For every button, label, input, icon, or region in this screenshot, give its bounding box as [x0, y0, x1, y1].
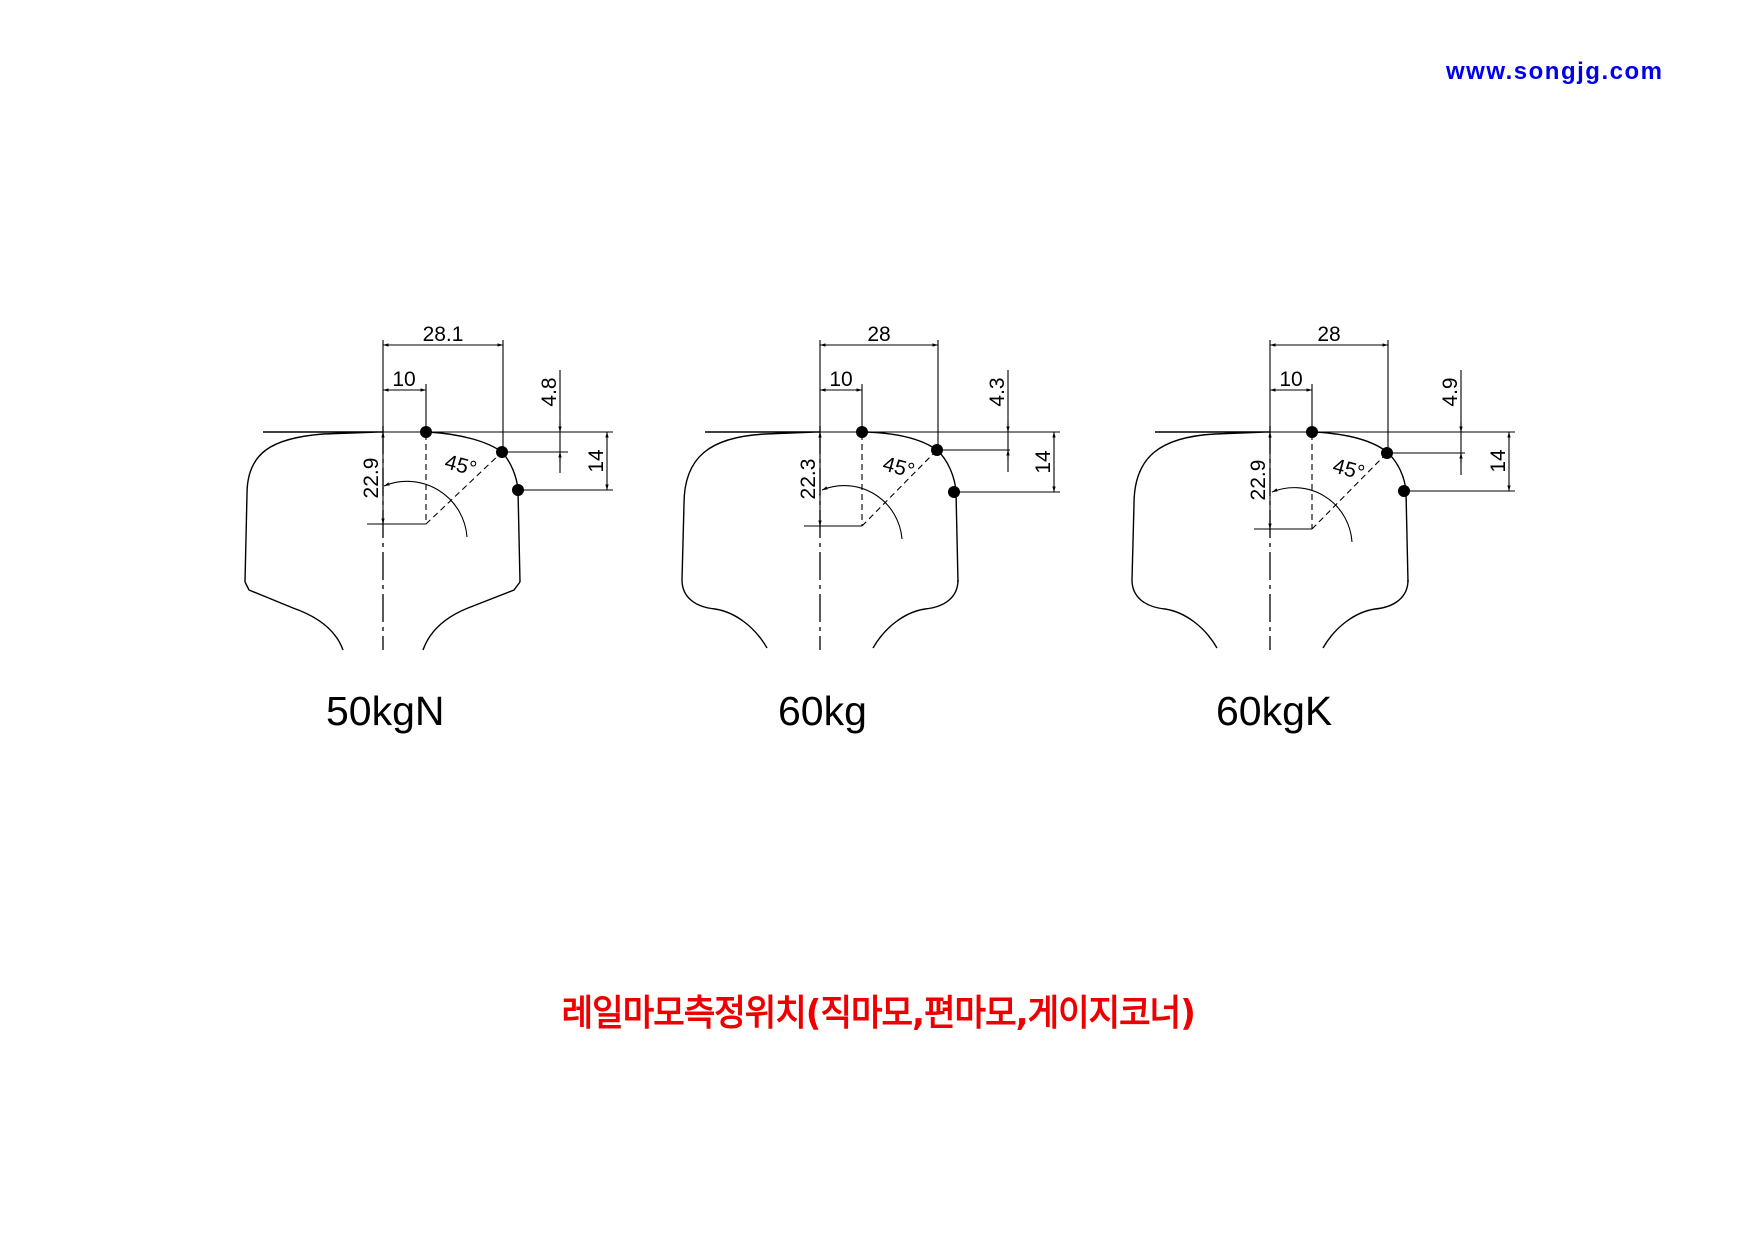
page-title-text: 레일마모측정위치(직마모,편마모,게이지코너) [561, 993, 1196, 1034]
dim-height-side: 14 [585, 449, 608, 473]
dim-height-gauge: 4.3 [986, 377, 1009, 406]
dim-width-outer: 28 [1317, 323, 1340, 346]
rail-label-60kgK: 60kgK [1216, 688, 1333, 734]
page-title: 레일마모측정위치(직마모,편마모,게이지코너) [0, 984, 1755, 1036]
measure-point-gauge-corner [931, 444, 943, 456]
dim-angle: 45° [880, 453, 917, 483]
dim-height-gauge: 4.8 [538, 377, 561, 406]
rail-label-60kg: 60kg [778, 688, 867, 734]
measure-point-side [948, 486, 960, 498]
dim-width-outer: 28.1 [423, 323, 464, 346]
dim-angle: 45° [1330, 455, 1367, 485]
dim-angle: 45° [442, 451, 479, 481]
dim-width-outer: 28 [867, 323, 890, 346]
dim-width-inner: 10 [829, 368, 852, 391]
dim-height-side: 14 [1032, 450, 1055, 474]
dim-height-center: 22.9 [1247, 460, 1270, 501]
measure-point-side [1398, 485, 1410, 497]
measure-point-gauge-corner [1381, 447, 1393, 459]
rail-profile-60kg: 28 10 22.3 45° 4.3 14 [681, 323, 1060, 650]
website-url: www.songjg.com [1446, 58, 1664, 85]
measure-point-vertical [420, 426, 432, 438]
measure-point-vertical [1306, 426, 1318, 438]
rail-profile-60kgK: 28 10 22.9 45° 4.9 14 [1131, 323, 1515, 650]
measure-point-gauge-corner [496, 446, 508, 458]
dim-width-inner: 10 [1279, 368, 1302, 391]
dim-height-center: 22.9 [360, 458, 383, 499]
rail-profile-50kgN: 28.1 10 22.9 45° 4.8 14 [244, 323, 613, 651]
dim-height-gauge: 4.9 [1439, 377, 1462, 406]
dim-height-center: 22.3 [797, 459, 820, 500]
dim-height-side: 14 [1487, 449, 1510, 473]
measure-point-vertical [856, 426, 868, 438]
rail-label-50kgN: 50kgN [326, 688, 445, 734]
dim-width-inner: 10 [392, 368, 415, 391]
measure-point-side [512, 484, 524, 496]
rail-head-outline [244, 431, 521, 583]
